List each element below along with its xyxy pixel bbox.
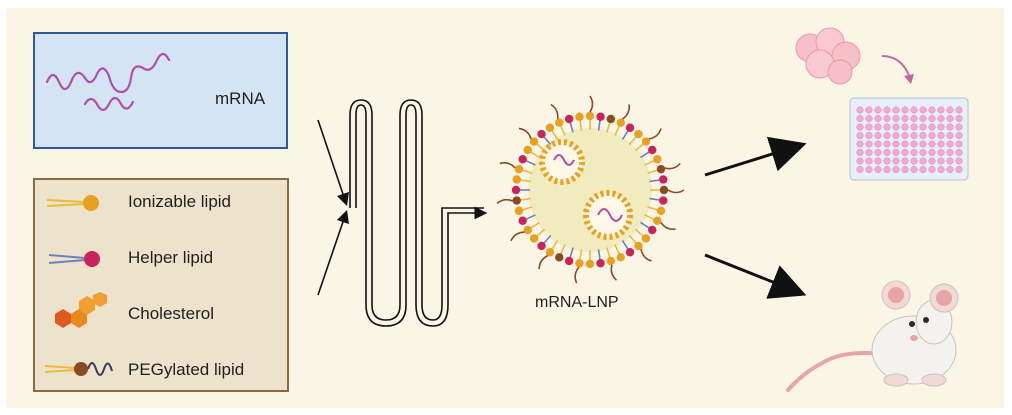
legend-item-pegylated-label: PEGylated lipid	[128, 360, 245, 379]
lnp-lipid-shell	[496, 95, 685, 284]
mouse-icon	[786, 280, 959, 392]
lnp-inner-vesicle	[539, 139, 585, 185]
cholesterol-icon	[55, 292, 107, 328]
output-arrows	[704, 136, 807, 299]
lnp-inner-vesicle	[583, 190, 633, 240]
legend-item-helper-label: Helper lipid	[128, 248, 214, 267]
lnp-label: mRNA-LNP	[535, 294, 619, 311]
mrna-box: mRNA	[33, 32, 288, 149]
legend-item-cholesterol-label: Cholesterol	[128, 304, 214, 323]
mrna-lnp-particle	[496, 95, 685, 284]
microfluidic-mixer-icon	[317, 99, 488, 327]
helper-lipid-icon	[48, 251, 100, 267]
cell-cluster-icon	[795, 27, 861, 85]
mrna-strand-icon	[45, 52, 171, 112]
mrna-label: mRNA	[215, 89, 266, 108]
curved-arrow-icon	[881, 55, 914, 84]
well-plate-icon	[849, 97, 969, 181]
pegylated-lipid-icon	[44, 362, 113, 376]
lipid-legend: Ionizable lipid Helper lipid Cholesterol…	[33, 178, 289, 392]
legend-item-ionizable-label: Ionizable lipid	[128, 192, 232, 211]
ionizable-lipid-icon	[46, 195, 99, 211]
